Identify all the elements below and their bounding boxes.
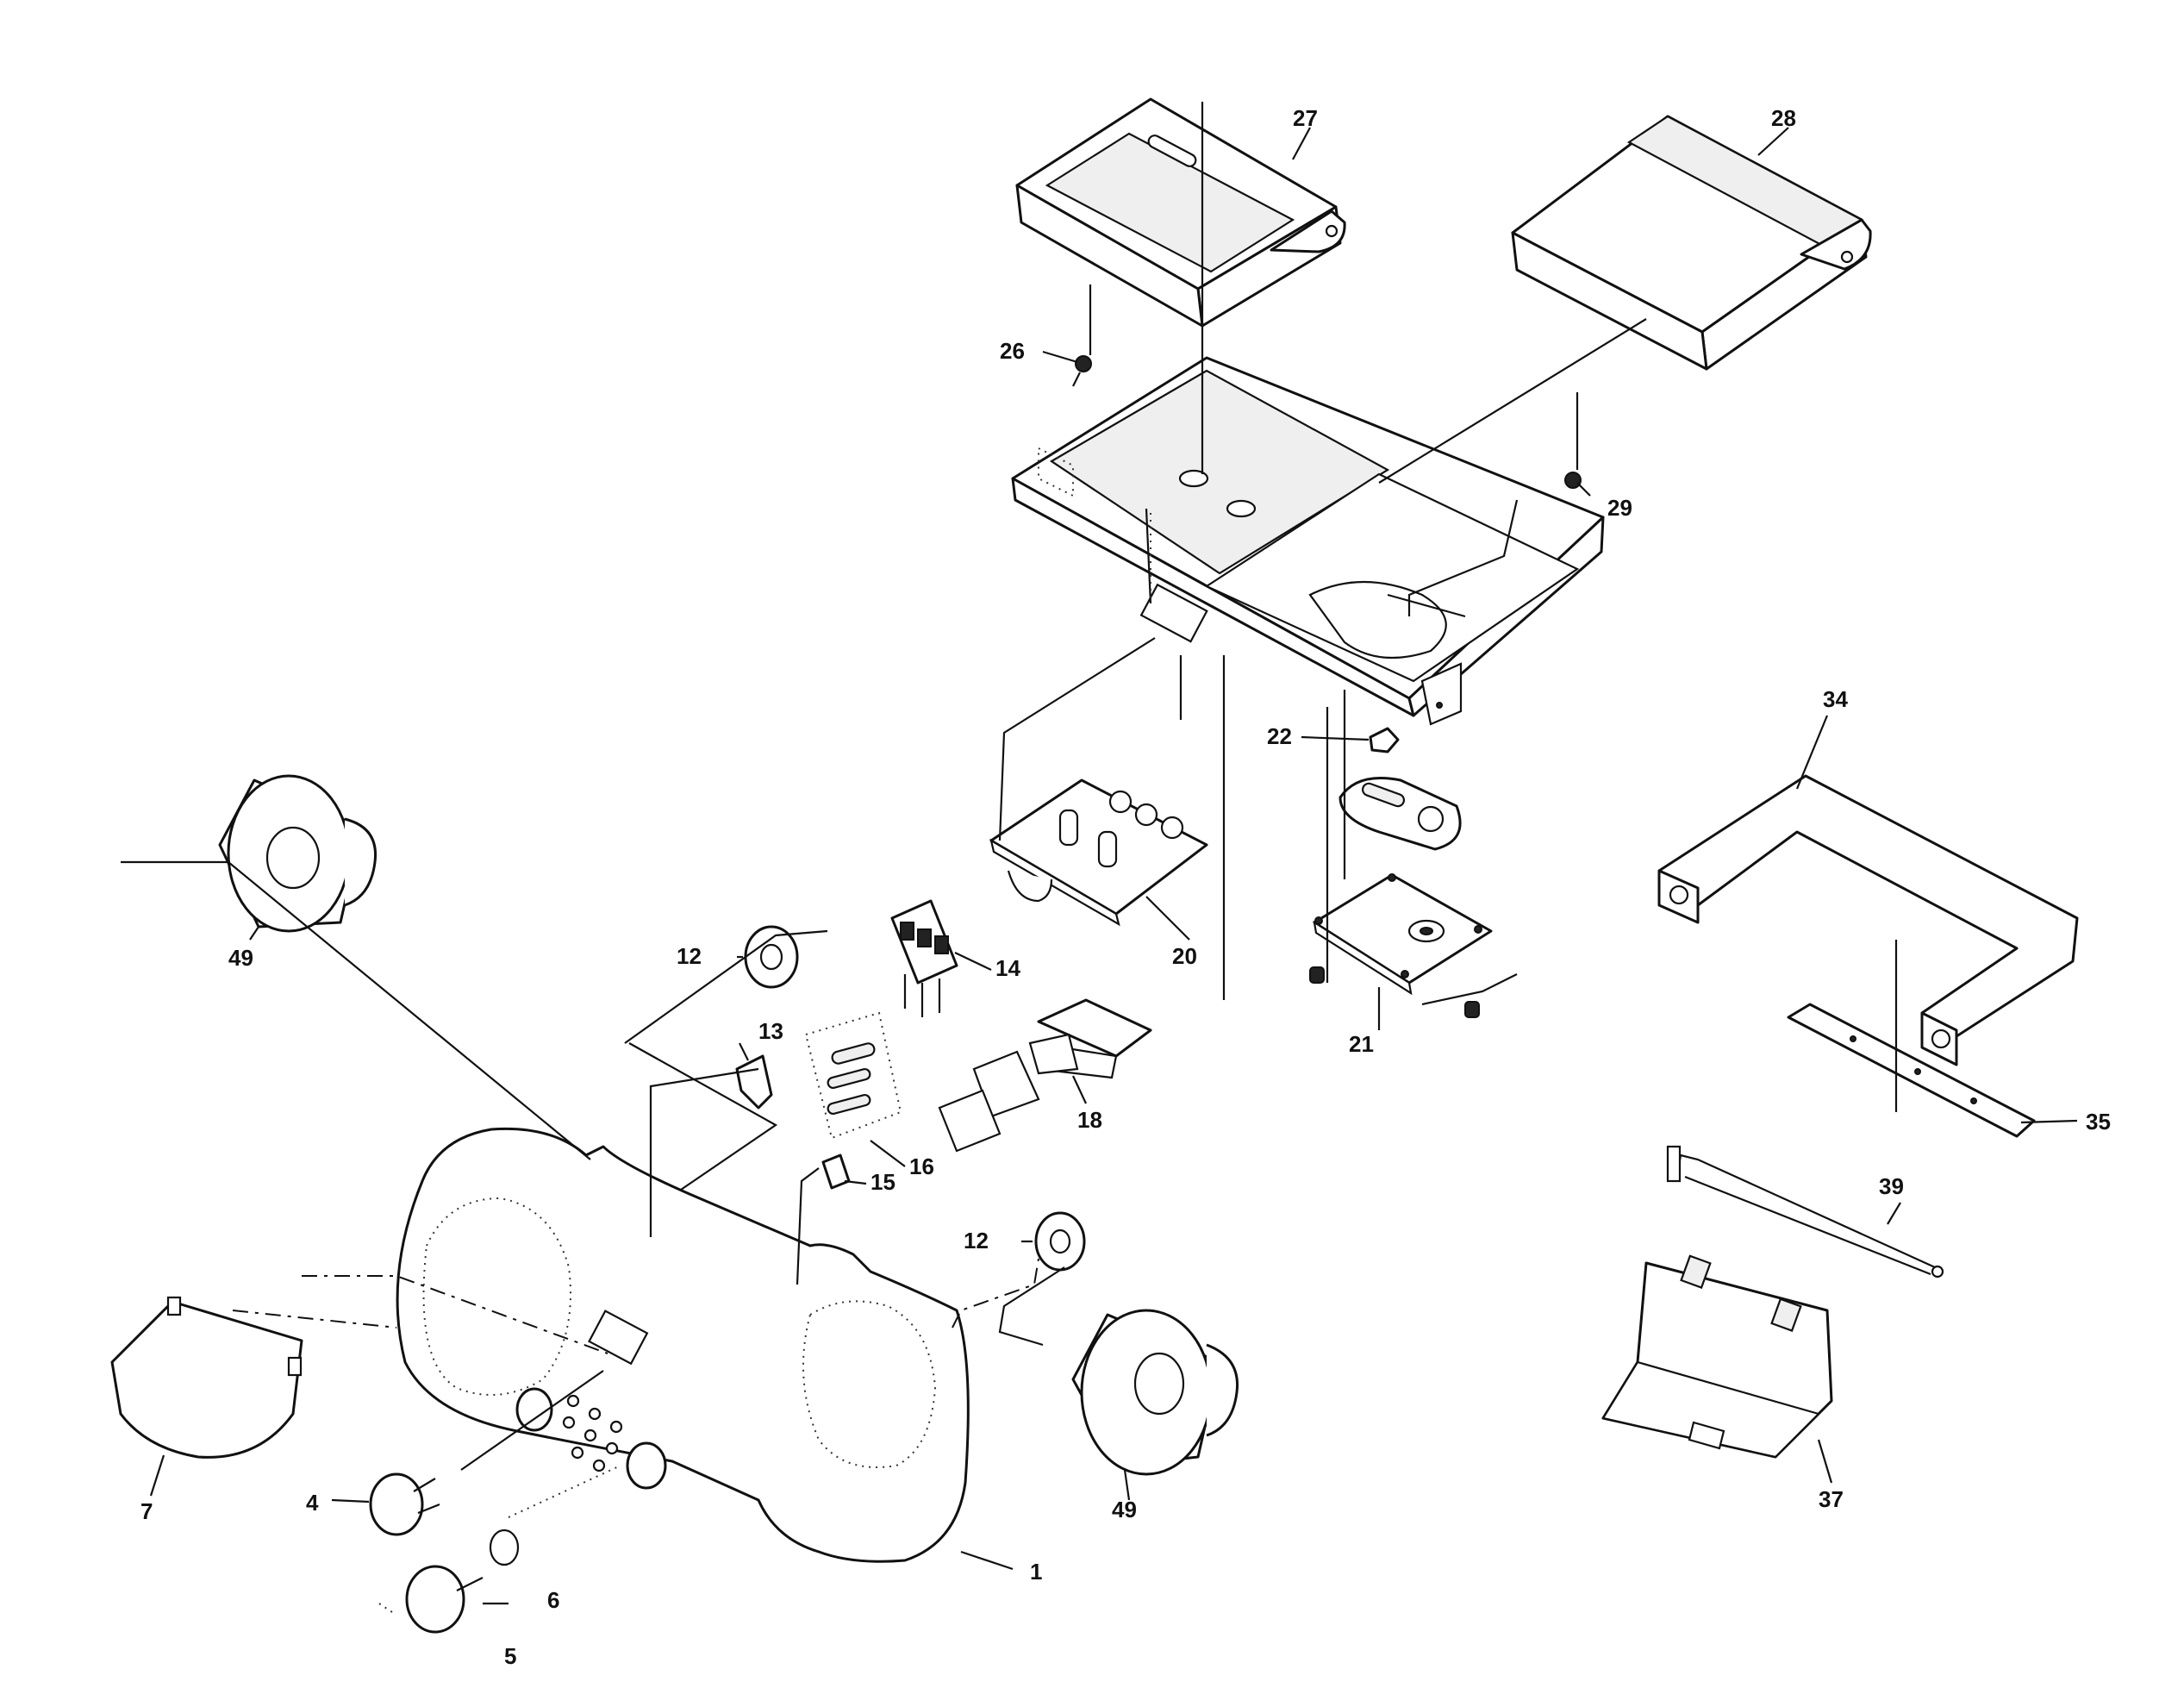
- part-13-switch: [735, 1054, 773, 1110]
- callout-20: 20: [1172, 943, 1197, 969]
- part-35-handle-plate: [1787, 1003, 2036, 1138]
- callout-6: 6: [547, 1587, 559, 1613]
- part-39-antenna: [1666, 1145, 1944, 1279]
- callout-12a: 12: [677, 943, 702, 969]
- top-cabinet: [1011, 356, 1605, 726]
- part-20-main-pcb: [989, 778, 1208, 927]
- part-49-speaker-left: [218, 774, 378, 933]
- part-5-knob: [405, 1565, 484, 1634]
- part-27-cd-door: [1015, 97, 1346, 328]
- part-26-spring: [1072, 284, 1092, 387]
- callout-leaders: [149, 127, 2078, 1605]
- part-7-speaker-grille: [110, 1296, 303, 1459]
- part-14-switch-block: [890, 899, 958, 1017]
- part-12-tweeter-lower: [1034, 1211, 1086, 1272]
- part-21-cd-pcb: [1309, 873, 1493, 1018]
- callout-28: 28: [1771, 105, 1796, 131]
- part-12-tweeter-upper: [744, 925, 799, 989]
- callout-13: 13: [758, 1018, 783, 1044]
- assembly-lines: [121, 102, 1898, 1613]
- callout-1: 1: [1030, 1559, 1042, 1585]
- callout-34: 34: [1823, 686, 1848, 712]
- callout-15: 15: [870, 1169, 895, 1195]
- callout-26: 26: [1000, 338, 1025, 364]
- callout-14: 14: [995, 955, 1020, 981]
- part-18-cassette-mechanism: [938, 998, 1152, 1153]
- part-22-nut: [1369, 727, 1400, 753]
- part-28-cassette-door: [1511, 115, 1872, 371]
- callout-39: 39: [1879, 1173, 1904, 1199]
- part-49-speaker-right: [1071, 1309, 1239, 1476]
- callout-35: 35: [2086, 1109, 2111, 1135]
- callout-49b: 49: [1112, 1497, 1137, 1522]
- callout-12b: 12: [964, 1228, 989, 1253]
- part-34-handle: [1657, 774, 2079, 1066]
- part-4-knob: [369, 1472, 440, 1536]
- callout-7: 7: [140, 1498, 153, 1524]
- part-37-battery-cover: [1601, 1254, 1833, 1459]
- callout-16: 16: [909, 1153, 934, 1179]
- part-1-front-cabinet: [396, 1127, 970, 1563]
- part-6-button: [489, 1529, 520, 1566]
- callout-49a: 49: [228, 945, 253, 971]
- part-16-led-group: [804, 1011, 902, 1140]
- part-29-spring: [1564, 392, 1582, 489]
- callout-37: 37: [1819, 1486, 1844, 1512]
- callout-4: 4: [306, 1490, 319, 1516]
- callout-27: 27: [1293, 105, 1318, 131]
- callout-5: 5: [504, 1643, 516, 1669]
- callout-29: 29: [1607, 495, 1632, 521]
- callout-21: 21: [1349, 1031, 1374, 1057]
- cd-mechanism: [1338, 777, 1462, 851]
- part-15-switch: [821, 1153, 851, 1190]
- callout-18: 18: [1077, 1107, 1102, 1133]
- callout-22: 22: [1267, 723, 1292, 749]
- callout-labels: 1 4 5 6 7 12 12 13 14 15 16 18 20 21 22 …: [140, 105, 2111, 1669]
